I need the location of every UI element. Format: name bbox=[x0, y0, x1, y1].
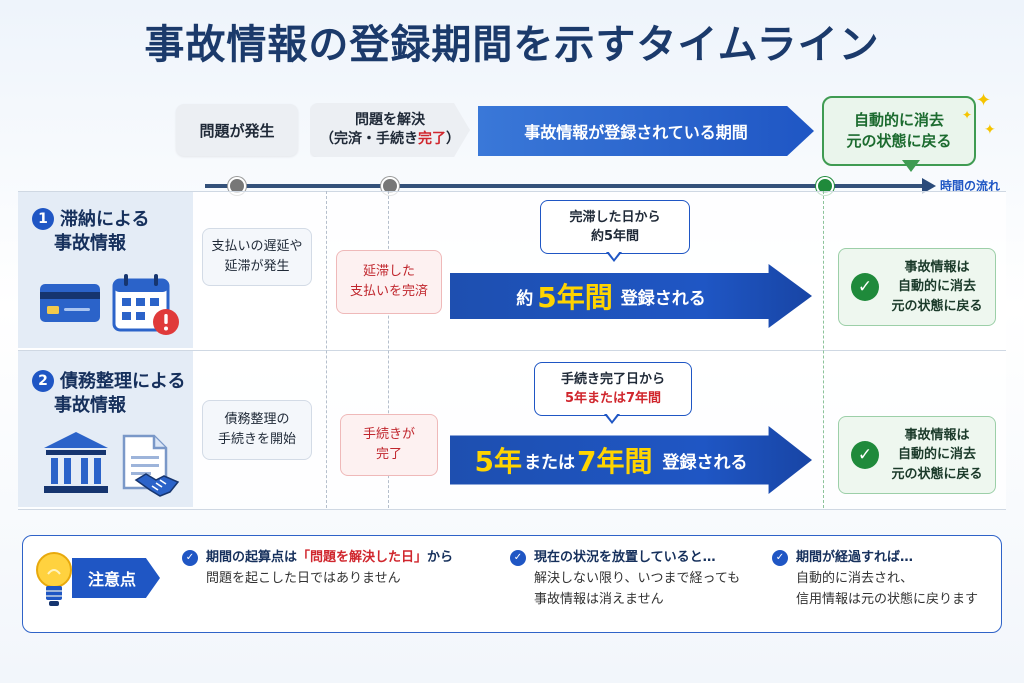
calendar-alert-icon bbox=[112, 274, 179, 335]
row2-result-line1: 事故情報は bbox=[904, 427, 970, 443]
row1-occur-line2: 延滞が発生 bbox=[224, 259, 290, 274]
stage-occur-label: 問題が発生 bbox=[199, 121, 275, 140]
stage-resolve-red: 完了 bbox=[418, 131, 446, 147]
row2-bubble-line2: 5年または7年間 bbox=[564, 391, 662, 406]
row1-title-line2: 事故情報 bbox=[54, 233, 126, 255]
handshake-icon bbox=[134, 473, 180, 497]
guide-resolve bbox=[388, 191, 389, 508]
sparkle-icon: ✦ bbox=[962, 108, 973, 122]
row1-duration-bubble: 完滞した日から 約5年間 bbox=[540, 200, 690, 254]
stage-occur: 問題が発生 bbox=[176, 104, 298, 156]
sparkle-icon: ✦ bbox=[984, 122, 996, 138]
stage-period-label: 事故情報が登録されている期間 bbox=[524, 123, 748, 142]
row1-number: 1 bbox=[32, 208, 54, 230]
note-item-2: ✓ 現在の状況を放置していると… 解決しない限り、いつまで経っても 事故情報は消え… bbox=[510, 548, 760, 610]
note1-head-red: 「問題を解決した日」 bbox=[297, 550, 428, 565]
stage-resolve: 問題を解決 （完済・手続き完了） bbox=[310, 103, 470, 157]
check-circle-icon: ✓ bbox=[772, 550, 788, 567]
row2-arrow-big2: 7年間 bbox=[577, 445, 653, 478]
row2-occur-line1: 債務整理の bbox=[224, 411, 290, 427]
lightbulb-icon bbox=[36, 552, 72, 606]
timeline-label: 時間の流れ bbox=[940, 179, 1001, 193]
row1-bubble-line1: 完滞した日から bbox=[569, 209, 661, 225]
note2-body-line2: 事故情報は消えません bbox=[534, 591, 664, 607]
stage-resolve-post: ） bbox=[446, 131, 460, 147]
row1-title: 1 滞納による 事故情報 bbox=[32, 208, 192, 257]
check-circle-icon: ✓ bbox=[510, 550, 526, 567]
row2-arrow-big1: 5年 bbox=[474, 445, 522, 478]
check-circle-icon: ✓ bbox=[182, 550, 198, 567]
stage-restore-line1: 自動的に消去 bbox=[853, 111, 944, 129]
row1-arrow-big: 5年間 bbox=[537, 281, 613, 314]
row1-occur-cell: 支払いの遅延や延滞が発生 bbox=[202, 228, 312, 286]
row1-arrow-post: 登録される bbox=[620, 288, 706, 309]
note-item-1: ✓ 期間の起算点は「問題を解決した日」から 問題を起こした日ではありません bbox=[182, 548, 502, 590]
notes-tag: 注意点 bbox=[72, 558, 160, 598]
stage-period-arrow: 事故情報が登録されている期間 bbox=[478, 106, 814, 156]
note3-head: 期間が経過すれば… bbox=[796, 550, 914, 565]
row2-number: 2 bbox=[32, 370, 54, 392]
note3-body-line2: 信用情報は元の状態に戻ります bbox=[796, 591, 979, 607]
note1-body-line1: 問題を起こした日ではありません bbox=[206, 570, 401, 586]
bank-building-icon bbox=[44, 432, 108, 493]
row2-result-line3: 元の状態に戻る bbox=[891, 466, 983, 482]
stage-resolve-line1: 問題を解決 bbox=[355, 112, 425, 129]
row2-duration-bubble: 手続き完了日から 5年または7年間 bbox=[534, 362, 692, 416]
row2-title-line2: 事故情報 bbox=[54, 395, 126, 417]
check-circle-icon: ✓ bbox=[851, 441, 879, 469]
row2-arrow-mid: または bbox=[524, 452, 575, 473]
row1-result-line1: 事故情報は bbox=[904, 259, 970, 275]
row2-occur-cell: 債務整理の手続きを開始 bbox=[202, 400, 312, 460]
row2-resolve-cell: 手続きが完了 bbox=[340, 414, 438, 476]
note1-head-post: から bbox=[427, 550, 454, 565]
guide-restore bbox=[823, 191, 824, 508]
row1-bubble-line2: 約5年間 bbox=[590, 229, 640, 244]
stage-restore-tail bbox=[902, 160, 920, 172]
row2-arrow-post: 登録される bbox=[662, 452, 748, 473]
row1-title-line1: 滞納による bbox=[60, 209, 150, 230]
page-title: 事故情報の登録期間を示すタイムライン bbox=[144, 22, 880, 68]
stage-resolve-pre: （完済・手続き bbox=[320, 131, 418, 147]
check-circle-icon: ✓ bbox=[851, 273, 879, 301]
row2-occur-line2: 手続きを開始 bbox=[217, 432, 296, 447]
row2-resolve-line2: 完了 bbox=[375, 447, 402, 462]
row1-resolve-line2: 支払いを完済 bbox=[349, 284, 428, 299]
row2-result-line2: 自動的に消去 bbox=[897, 447, 976, 463]
note-item-3: ✓ 期間が経過すれば… 自動的に消去され、 信用情報は元の状態に戻ります bbox=[772, 548, 1000, 610]
row2-title: 2 債務整理による 事故情報 bbox=[32, 370, 197, 419]
note3-body-line1: 自動的に消去され、 bbox=[796, 570, 914, 586]
row1-result-line3: 元の状態に戻る bbox=[891, 298, 983, 314]
row1-bubble-tail-fill bbox=[608, 251, 620, 259]
row1-result-line2: 自動的に消去 bbox=[897, 279, 976, 295]
row2-period-arrow: 5年 または 7年間 登録される bbox=[450, 426, 812, 494]
document-icon bbox=[122, 434, 168, 490]
stage-resolve-line2: （完済・手続き完了） bbox=[320, 130, 460, 149]
row2-title-line1: 債務整理による bbox=[60, 371, 186, 392]
row2-bubble-line1: 手続き完了日から bbox=[560, 371, 665, 387]
note2-body-line1: 解決しない限り、いつまで経っても bbox=[534, 570, 741, 586]
row1-result-text: 事故情報は 自動的に消去 元の状態に戻る bbox=[879, 258, 995, 317]
credit-card-icon bbox=[40, 284, 100, 322]
stage-restore-callout: 自動的に消去 元の状態に戻る bbox=[822, 96, 976, 166]
row1-resolve-cell: 延滞した支払いを完済 bbox=[336, 250, 442, 314]
row1-resolve-line1: 延滞した bbox=[362, 263, 415, 279]
timeline-axis bbox=[205, 184, 925, 188]
row1-period-arrow: 約 5年間 登録される bbox=[450, 264, 812, 328]
row2-result-text: 事故情報は 自動的に消去 元の状態に戻る bbox=[879, 426, 995, 485]
note1-head-pre: 期間の起算点は bbox=[206, 550, 298, 565]
row1-occur-line1: 支払いの遅延や bbox=[211, 238, 303, 254]
row2-bubble-tail-fill bbox=[606, 413, 618, 421]
row2-result-box: ✓ 事故情報は 自動的に消去 元の状態に戻る bbox=[838, 416, 996, 494]
row2-resolve-line1: 手続きが bbox=[362, 426, 415, 442]
sparkle-icon: ✦ bbox=[976, 90, 992, 111]
row1-result-box: ✓ 事故情報は 自動的に消去 元の状態に戻る bbox=[838, 248, 996, 326]
guide-resolve-left bbox=[326, 191, 327, 508]
note2-head: 現在の状況を放置していると… bbox=[534, 550, 716, 565]
timeline-arrowhead bbox=[922, 178, 936, 194]
row1-arrow-pre: 約 bbox=[516, 288, 534, 309]
stage-restore-line2: 元の状態に戻る bbox=[846, 132, 952, 150]
